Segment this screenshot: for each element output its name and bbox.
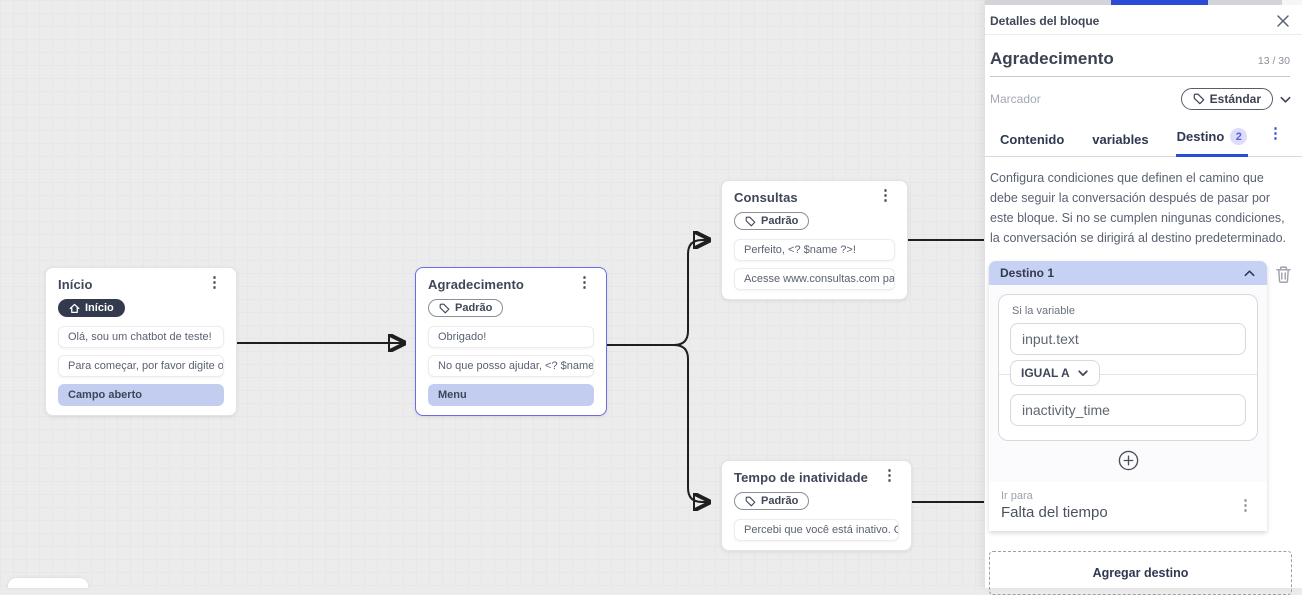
menu-item[interactable]: Menu bbox=[428, 384, 594, 406]
tab-contenido[interactable]: Contenido bbox=[999, 126, 1065, 156]
tag-icon bbox=[745, 496, 756, 507]
inicio-badge: Início bbox=[58, 299, 125, 317]
flow-node-tempo-inatividade[interactable]: Tempo de inatividade ⋮ Padrão Percebi qu… bbox=[721, 460, 912, 551]
block-details-panel: Detalles del bloque Agradecimento 13 / 3… bbox=[984, 0, 1302, 588]
destino-count-badge: 2 bbox=[1230, 128, 1247, 145]
kebab-menu-icon[interactable]: ⋮ bbox=[880, 470, 899, 482]
top-tab-strip bbox=[985, 0, 1302, 5]
connector-agradecimento-consultas bbox=[607, 240, 709, 345]
message-item[interactable]: Acesse www.consultas.com par... bbox=[734, 268, 895, 290]
badge-label: Padrão bbox=[761, 495, 798, 507]
top-strip-blue-segment bbox=[1111, 0, 1208, 5]
destination-description: Configura condiciones que definen el cam… bbox=[990, 168, 1288, 248]
connector-agradecimento-tempo bbox=[607, 345, 709, 502]
node-title: Início bbox=[58, 277, 93, 292]
flow-node-consultas[interactable]: Consultas ⋮ Padrão Perfeito, <? $name ?>… bbox=[721, 180, 908, 300]
chevron-down-icon bbox=[1077, 367, 1089, 379]
message-item[interactable]: Olá, sou um chatbot de teste! bbox=[58, 326, 224, 348]
message-item[interactable]: Percebi que você está inativo. C... bbox=[734, 519, 899, 541]
tag-icon bbox=[745, 216, 756, 227]
node-title: Consultas bbox=[734, 190, 798, 205]
canvas-toolbar-edge bbox=[8, 578, 88, 588]
padrao-badge: Padrão bbox=[734, 212, 809, 230]
goto-target[interactable]: Falta del tiempo bbox=[1001, 504, 1108, 521]
destination-title: Destino 1 bbox=[1000, 266, 1054, 280]
badge-label: Padrão bbox=[455, 302, 492, 314]
node-title: Tempo de inatividade bbox=[734, 470, 868, 485]
char-counter: 13 / 30 bbox=[1258, 55, 1290, 69]
goto-label: Ir para bbox=[1001, 490, 1108, 502]
marker-standard-pill[interactable]: Estándar bbox=[1181, 88, 1273, 110]
condition-card: Si la variable input.text IGUAL A inacti… bbox=[998, 294, 1258, 441]
badge-label: Padrão bbox=[761, 215, 798, 227]
tab-destino[interactable]: Destino 2 bbox=[1176, 122, 1249, 157]
home-icon bbox=[69, 303, 80, 314]
goto-row[interactable]: Ir para Falta del tiempo ⋮ bbox=[989, 482, 1267, 531]
panel-title: Detalles del bloque bbox=[990, 14, 1099, 28]
trash-icon[interactable] bbox=[1275, 265, 1292, 289]
padrao-badge: Padrão bbox=[428, 299, 503, 317]
node-title: Agradecimento bbox=[428, 277, 524, 292]
top-strip-white-segment bbox=[1282, 0, 1302, 5]
flow-node-inicio[interactable]: Início ⋮ Início Olá, sou um chatbot de t… bbox=[45, 267, 237, 416]
condition-label: Si la variable bbox=[1012, 305, 1246, 317]
message-item[interactable]: Perfeito, <? $name ?>! bbox=[734, 239, 895, 261]
chevron-up-icon[interactable] bbox=[1243, 267, 1256, 280]
message-item[interactable]: Obrigado! bbox=[428, 326, 594, 348]
open-field-item[interactable]: Campo aberto bbox=[58, 384, 224, 406]
compare-value-input[interactable]: inactivity_time bbox=[1010, 394, 1246, 426]
marker-value: Estándar bbox=[1210, 92, 1261, 106]
marker-label: Marcador bbox=[990, 92, 1041, 106]
chevron-down-icon[interactable] bbox=[1279, 93, 1292, 106]
tab-destino-label: Destino bbox=[1177, 129, 1225, 144]
variable-input[interactable]: input.text bbox=[1010, 323, 1246, 355]
add-destination-button[interactable]: Agregar destino bbox=[989, 551, 1292, 595]
close-icon[interactable] bbox=[1276, 14, 1290, 28]
block-name-input[interactable]: Agradecimento bbox=[990, 49, 1114, 69]
panel-tabs: Contenido variables Destino 2 ⋮ bbox=[985, 122, 1302, 157]
kebab-menu-icon[interactable]: ⋮ bbox=[876, 190, 895, 202]
tab-variables[interactable]: variables bbox=[1091, 126, 1149, 156]
padrao-badge: Padrão bbox=[734, 492, 809, 510]
badge-label: Início bbox=[85, 302, 114, 314]
destination-header[interactable]: Destino 1 bbox=[989, 261, 1267, 285]
tab-options-kebab-icon[interactable]: ⋮ bbox=[1266, 128, 1285, 140]
tag-icon bbox=[1193, 93, 1205, 105]
goto-options-kebab-icon[interactable]: ⋮ bbox=[1236, 500, 1255, 512]
operator-select[interactable]: IGUAL A bbox=[1010, 360, 1100, 386]
kebab-menu-icon[interactable]: ⋮ bbox=[575, 277, 594, 289]
message-item[interactable]: Para começar, por favor digite o ... bbox=[58, 355, 224, 377]
operator-value: IGUAL A bbox=[1021, 366, 1070, 380]
add-condition-button[interactable] bbox=[1117, 449, 1140, 472]
flow-node-agradecimento[interactable]: Agradecimento ⋮ Padrão Obrigado! No que … bbox=[415, 267, 607, 416]
destination-card: Destino 1 Si la variable input.text IGUA… bbox=[989, 261, 1267, 531]
tag-icon bbox=[439, 303, 450, 314]
kebab-menu-icon[interactable]: ⋮ bbox=[205, 277, 224, 289]
message-item[interactable]: No que posso ajudar, <? $name ... bbox=[428, 355, 594, 377]
